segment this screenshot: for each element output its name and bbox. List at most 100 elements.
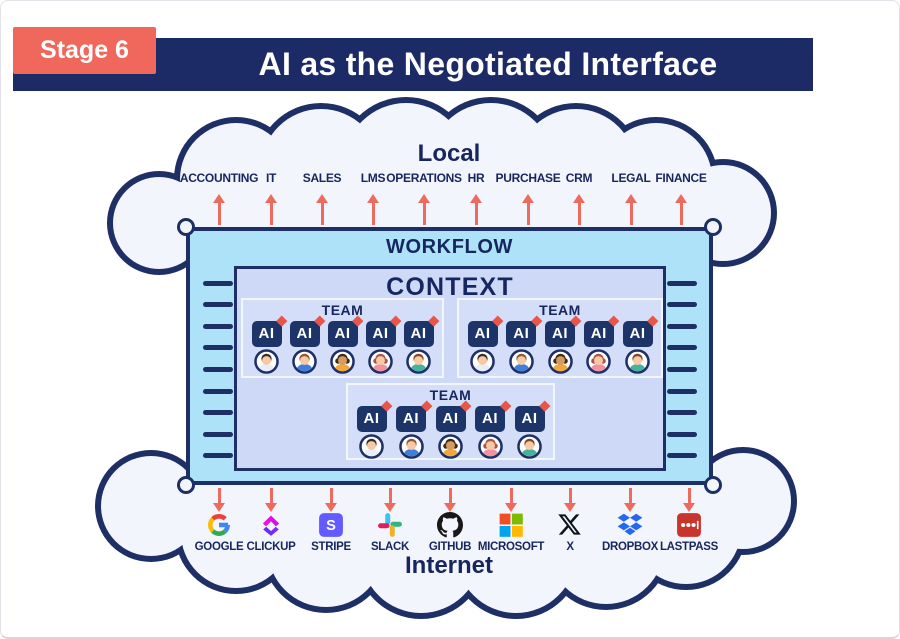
up-arrow-icon bbox=[675, 194, 687, 225]
corner-node bbox=[176, 475, 195, 494]
ai-badge: AI bbox=[583, 315, 620, 347]
man-teal-shirt-avatar-icon bbox=[625, 349, 650, 374]
local-zone-title: Local bbox=[417, 140, 481, 167]
connector-pin bbox=[203, 453, 233, 459]
internet-service-label: CLICKUP bbox=[246, 541, 296, 553]
local-service-label: HR bbox=[467, 171, 485, 185]
ai-agent: AI bbox=[474, 400, 511, 459]
corner-node bbox=[703, 475, 722, 494]
down-arrow-icon bbox=[564, 488, 576, 512]
ai-agent: AI bbox=[544, 315, 581, 374]
internet-service-label: GITHUB bbox=[428, 541, 472, 553]
microsoft-icon bbox=[498, 512, 524, 538]
internet-zone-title: Internet bbox=[404, 552, 494, 579]
connector-pin bbox=[667, 302, 697, 308]
down-arrow-icon bbox=[213, 488, 225, 512]
ai-badge: AI bbox=[467, 315, 504, 347]
local-service-label: SALES bbox=[302, 171, 342, 185]
connector-pin bbox=[203, 366, 233, 372]
ai-badge: AI bbox=[327, 315, 364, 347]
man-teal-shirt-avatar-icon bbox=[517, 434, 542, 459]
ai-badge: AI bbox=[622, 315, 659, 347]
down-arrow-icon bbox=[505, 488, 517, 512]
connector-pin bbox=[203, 345, 233, 351]
ai-agent: AI bbox=[288, 315, 326, 374]
local-service-label: ACCOUNTING bbox=[179, 171, 259, 185]
ai-agent: AI bbox=[621, 315, 659, 374]
ai-agent: AI bbox=[434, 400, 472, 459]
local-service-label: IT bbox=[265, 171, 277, 185]
man-dark-hair-avatar-icon bbox=[254, 349, 279, 374]
ai-agent: AI bbox=[395, 400, 432, 459]
internet-service-label: STRIPE bbox=[311, 541, 351, 553]
woman-pink-avatar-icon bbox=[477, 434, 503, 459]
man-brown-hair-avatar-icon bbox=[508, 349, 534, 374]
team-label: TEAM bbox=[539, 302, 581, 318]
local-service-label: PURCHASE bbox=[495, 171, 561, 185]
x-icon bbox=[557, 512, 583, 538]
ai-badge: AI bbox=[251, 315, 288, 347]
down-arrow-icon bbox=[265, 488, 277, 512]
github-icon bbox=[437, 512, 463, 538]
woman-headset-avatar-icon bbox=[330, 349, 355, 374]
ai-badge: AI bbox=[365, 315, 402, 347]
connector-pin bbox=[203, 323, 233, 329]
internet-service-label: X bbox=[566, 541, 574, 553]
connector-pin bbox=[667, 280, 697, 286]
corner-node bbox=[703, 217, 722, 236]
ai-agent: AI bbox=[582, 315, 620, 374]
connector-pin bbox=[203, 388, 233, 394]
connector-pin bbox=[667, 431, 697, 437]
connector-pin bbox=[203, 431, 233, 437]
ai-badge: AI bbox=[435, 400, 472, 432]
stripe-icon: S bbox=[318, 512, 344, 538]
internet-service-label: SLACK bbox=[370, 541, 410, 553]
ai-badge: AI bbox=[396, 400, 432, 432]
ai-agent: AI bbox=[326, 315, 364, 374]
woman-headset-avatar-icon bbox=[547, 349, 573, 374]
workflow-label: WORKFLOW bbox=[386, 236, 513, 258]
connector-pin bbox=[667, 323, 697, 329]
slack-icon bbox=[377, 512, 403, 538]
connector-pin bbox=[203, 410, 233, 416]
stage-badge: Stage 6 bbox=[13, 27, 156, 74]
ai-badge: AI bbox=[289, 315, 326, 347]
connector-pin bbox=[667, 345, 697, 351]
internet-service-label: GOOGLE bbox=[194, 541, 244, 553]
woman-headset-avatar-icon bbox=[438, 434, 463, 459]
up-arrow-icon bbox=[213, 194, 225, 225]
up-arrow-icon bbox=[265, 194, 277, 225]
ai-badge: AI bbox=[545, 315, 581, 347]
ai-badge: AI bbox=[514, 400, 551, 432]
woman-pink-avatar-icon bbox=[368, 349, 393, 374]
corner-node bbox=[176, 217, 195, 236]
connector-pin bbox=[667, 388, 697, 394]
ai-badge: AI bbox=[356, 400, 393, 432]
team-label: TEAM bbox=[321, 302, 364, 318]
ai-badge: AI bbox=[506, 315, 542, 347]
man-dark-hair-avatar-icon bbox=[470, 349, 495, 374]
ai-agent: AI bbox=[513, 400, 551, 459]
internet-service-label: DROPBOX bbox=[601, 541, 659, 553]
svg-text:S: S bbox=[326, 518, 336, 534]
up-arrow-icon bbox=[625, 194, 637, 225]
down-arrow-icon bbox=[384, 488, 396, 512]
ai-agent: AI bbox=[250, 315, 288, 374]
ai-badge: AI bbox=[403, 315, 440, 347]
connector-pin bbox=[667, 453, 697, 459]
up-arrow-icon bbox=[470, 194, 482, 225]
connector-pin bbox=[667, 410, 697, 416]
lastpass-icon bbox=[676, 512, 702, 538]
ai-agent: AI bbox=[364, 315, 402, 374]
local-service-label: FINANCE bbox=[655, 171, 707, 185]
dropbox-icon bbox=[617, 512, 643, 538]
man-dark-hair-avatar-icon bbox=[359, 434, 384, 459]
google-icon bbox=[206, 512, 232, 538]
ai-agent: AI bbox=[466, 315, 504, 374]
connector-pin bbox=[203, 302, 233, 308]
team-label: TEAM bbox=[429, 387, 472, 403]
